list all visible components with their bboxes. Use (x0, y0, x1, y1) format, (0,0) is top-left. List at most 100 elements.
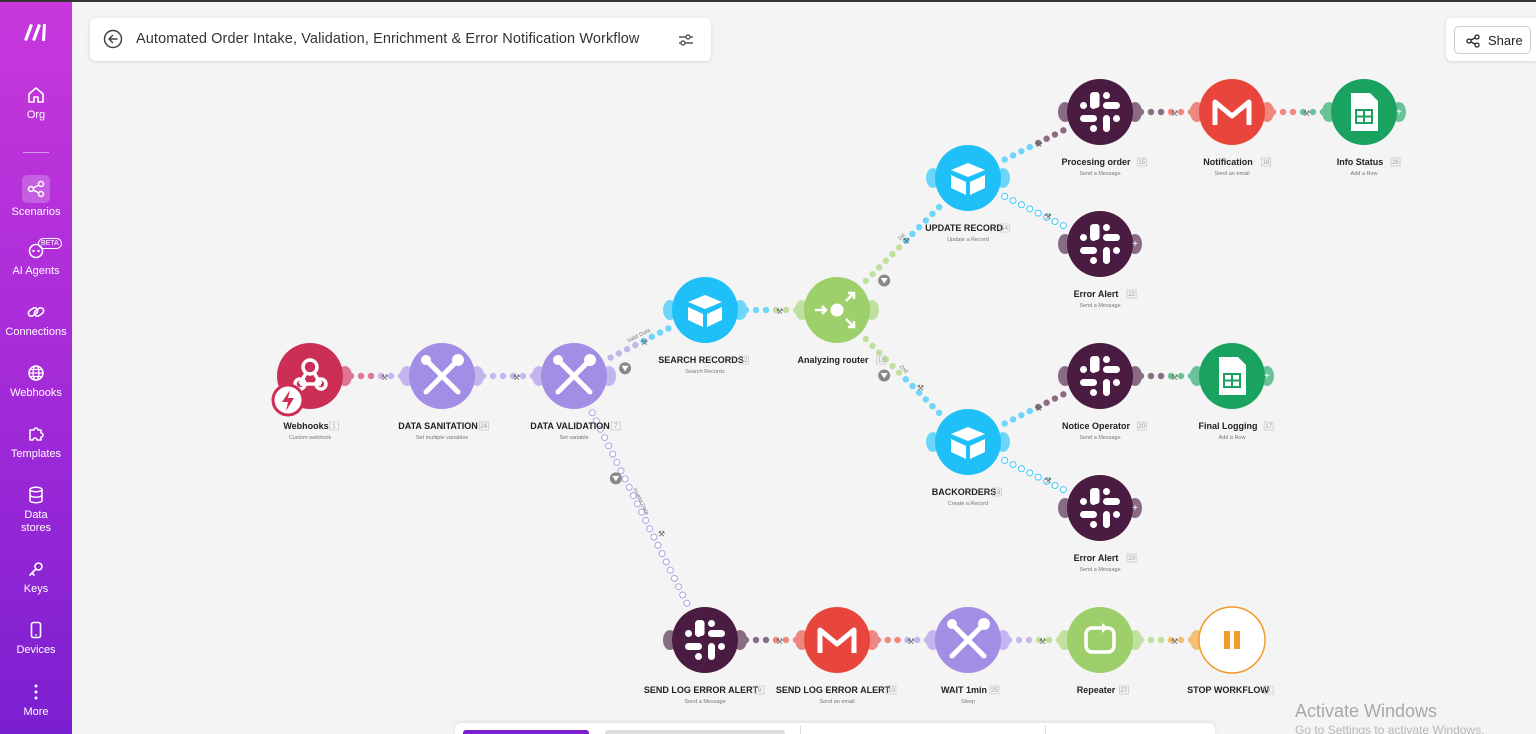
sidebar-item-ai-agents[interactable]: AI Agents (0, 240, 72, 278)
connection-search-to-router[interactable]: ⚒ (742, 306, 800, 316)
route-wrench-icon[interactable]: ⚒ (776, 637, 783, 646)
route-wrench-icon[interactable]: ⚒ (1171, 109, 1178, 118)
route-wrench-icon[interactable]: ⚒ (513, 373, 520, 382)
add-module-plus-icon[interactable]: + (1132, 239, 1138, 250)
connection-router-to-backorders[interactable]: ⚒2nd (862, 335, 943, 417)
route-wrench-icon[interactable]: ⚒ (776, 307, 783, 316)
filter-icon[interactable] (878, 274, 891, 287)
module-label: BACKORDERS (932, 487, 997, 497)
route-wrench-icon[interactable]: ⚒ (1035, 140, 1042, 149)
connection-dot (625, 483, 633, 491)
connection-backorders-to-noticeop[interactable]: ⚒ (1001, 391, 1067, 427)
sidebar-item-scenarios[interactable]: Scenarios (0, 175, 72, 219)
filter-icon[interactable] (609, 472, 622, 485)
key-icon (29, 562, 43, 576)
filter-icon[interactable] (619, 362, 632, 375)
connection-dot (772, 306, 780, 314)
slack-icon (1080, 488, 1120, 528)
route-wrench-icon[interactable]: ⚒ (1035, 404, 1042, 413)
share-button[interactable]: Share (1454, 26, 1531, 54)
sidebar-item-connections[interactable]: Connections (0, 301, 72, 339)
connection-repeater-to-stop[interactable]: ⚒ (1137, 636, 1195, 646)
connection-noticeop-to-finallog[interactable]: ⚒ (1137, 372, 1195, 382)
route-wrench-icon[interactable]: ⚒ (907, 637, 914, 646)
svg-text:23: 23 (1128, 556, 1135, 562)
connection-dot (1001, 156, 1008, 163)
connection-notification-to-infostatus[interactable]: ⚒ (1269, 108, 1327, 118)
route-wrench-icon[interactable]: ⚒ (381, 373, 388, 382)
make-logo-icon[interactable] (22, 20, 52, 44)
filter-icon[interactable] (878, 369, 891, 382)
scenario-title[interactable]: Automated Order Intake, Validation, Enri… (136, 31, 640, 47)
tools-icon (553, 354, 596, 395)
connection-dot (904, 636, 911, 644)
scheduling-control[interactable] (605, 730, 785, 734)
add-module-plus-icon[interactable]: + (1132, 503, 1138, 514)
connection-update-to-processing[interactable]: ⚒ (1001, 127, 1067, 163)
route-wrench-icon[interactable]: ⚒ (903, 237, 910, 246)
route-wrench-icon[interactable]: ⚒ (1171, 637, 1178, 646)
sidebar-item-webhooks[interactable]: Webhooks (0, 362, 72, 400)
route-wrench-icon[interactable]: ⚒ (658, 530, 665, 539)
route-wrench-icon[interactable]: ⚒ (917, 383, 924, 392)
svg-text:14: 14 (1001, 226, 1008, 232)
add-module-plus-icon[interactable]: + (1264, 371, 1270, 382)
connection-backorders-to-erroralert2[interactable]: ⚒ (1001, 456, 1067, 494)
module-label: Notice Operator (1062, 421, 1131, 431)
connection-dot (1147, 636, 1155, 644)
route-wrench-icon[interactable]: ⚒ (1044, 212, 1051, 221)
connection-sendlog1-to-sendlog2[interactable]: ⚒ (742, 636, 800, 646)
route-wrench-icon[interactable]: ⚒ (1171, 373, 1178, 382)
run-once-button[interactable] (463, 730, 589, 734)
back-arrow-icon[interactable] (103, 29, 123, 49)
connection-dot (617, 467, 625, 475)
svg-text:17: 17 (1265, 424, 1272, 430)
connection-update-to-erroralert1[interactable]: ⚒ (1001, 192, 1067, 230)
sidebar-item-devices[interactable]: Devices (0, 619, 72, 657)
connection-router-to-update[interactable]: ⚒1st (862, 203, 943, 287)
route-wrench-icon[interactable]: ⚒ (1303, 109, 1310, 118)
connection-processing-to-notification[interactable]: ⚒ (1137, 108, 1195, 118)
sidebar-item-org[interactable]: Org (0, 84, 72, 122)
connection-validation-to-search[interactable]: ⚒Valid Data (607, 325, 672, 375)
sidebar-item-more[interactable]: More (0, 681, 72, 719)
route-wrench-icon[interactable]: ⚒ (641, 338, 648, 347)
settings-sliders-icon[interactable] (677, 31, 695, 49)
sidebar-item-keys[interactable]: Keys (0, 558, 72, 596)
sidebar-item-templates[interactable]: Templates (0, 423, 72, 461)
connection-dot (1043, 135, 1050, 142)
connection-validation-to-sendlog1[interactable]: ⚒Invalid Data (588, 409, 691, 607)
connection-dot (1034, 209, 1042, 217)
add-module-plus-icon[interactable]: + (1396, 107, 1402, 118)
connection-sendlog2-to-wait[interactable]: ⚒ (874, 636, 931, 646)
connection-dot (902, 376, 910, 383)
connection-wait-to-repeater[interactable]: ⚒ (1005, 636, 1063, 646)
route-wrench-icon[interactable]: ⚒ (1044, 476, 1051, 485)
connection-webhooks-to-sanitation[interactable]: ⚒ (347, 372, 405, 382)
route-wrench-icon[interactable]: ⚒ (1039, 637, 1046, 646)
connection-dot (1157, 636, 1165, 644)
sidebar-item-data-stores[interactable]: Data stores (0, 484, 72, 535)
connection-sanitation-to-validation[interactable]: ⚒ (479, 372, 537, 382)
module-label: Final Logging (1199, 421, 1258, 431)
